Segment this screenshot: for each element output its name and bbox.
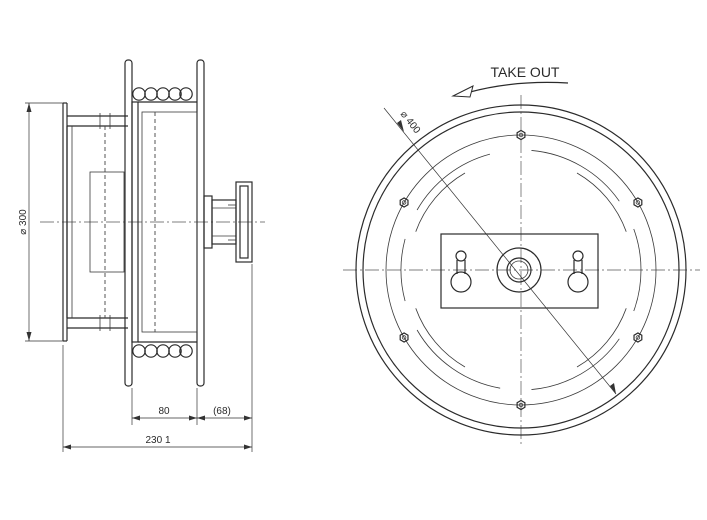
drum-arc <box>576 172 627 232</box>
drum-arc <box>415 172 466 232</box>
drum-shell <box>62 102 128 342</box>
side-view: ⌀ 300 80 (68) 230 1 <box>18 59 265 452</box>
reel-right-flange <box>196 59 205 387</box>
bolt-head <box>399 197 409 208</box>
drum-arc <box>400 238 406 302</box>
diameter-300-label: ⌀ 300 <box>18 209 29 235</box>
reel-left-flange <box>124 59 139 387</box>
diameter-300-dimension <box>25 102 63 342</box>
bolt-head <box>399 332 409 343</box>
bottom-dimensions <box>62 264 253 452</box>
diameter-400-leader <box>383 107 617 395</box>
take-out-arrow <box>451 81 569 98</box>
bolt-head <box>633 332 643 343</box>
front-view: ⌀ 400 TAKE OUT <box>343 64 700 445</box>
drum-arc <box>415 308 466 368</box>
bolt-head <box>516 399 526 411</box>
hose-coils-top <box>132 87 193 101</box>
drum-arc <box>576 308 627 368</box>
drum-arc <box>416 329 501 389</box>
dim-80-label: 80 <box>158 406 170 417</box>
bolt-heads <box>399 129 643 411</box>
bolt-head <box>516 129 526 141</box>
mounting-plate <box>440 233 599 309</box>
outer-flange-inner-circle <box>362 111 680 429</box>
drum-arc-segments <box>400 150 642 390</box>
drum-arc <box>633 228 642 312</box>
reel-hub <box>138 101 198 343</box>
drum-arc <box>531 338 620 390</box>
swivel-joint <box>203 181 253 263</box>
bolt-circle <box>385 134 657 406</box>
dim-230-label: 230 1 <box>145 435 170 446</box>
outer-flange-circle <box>355 104 687 436</box>
dim-68-label: (68) <box>213 406 231 417</box>
hose-coils-bottom <box>132 344 193 358</box>
take-out-label: TAKE OUT <box>491 64 560 80</box>
bolt-head <box>633 197 643 208</box>
drum-arc <box>416 153 491 211</box>
drum-arc <box>531 150 620 202</box>
